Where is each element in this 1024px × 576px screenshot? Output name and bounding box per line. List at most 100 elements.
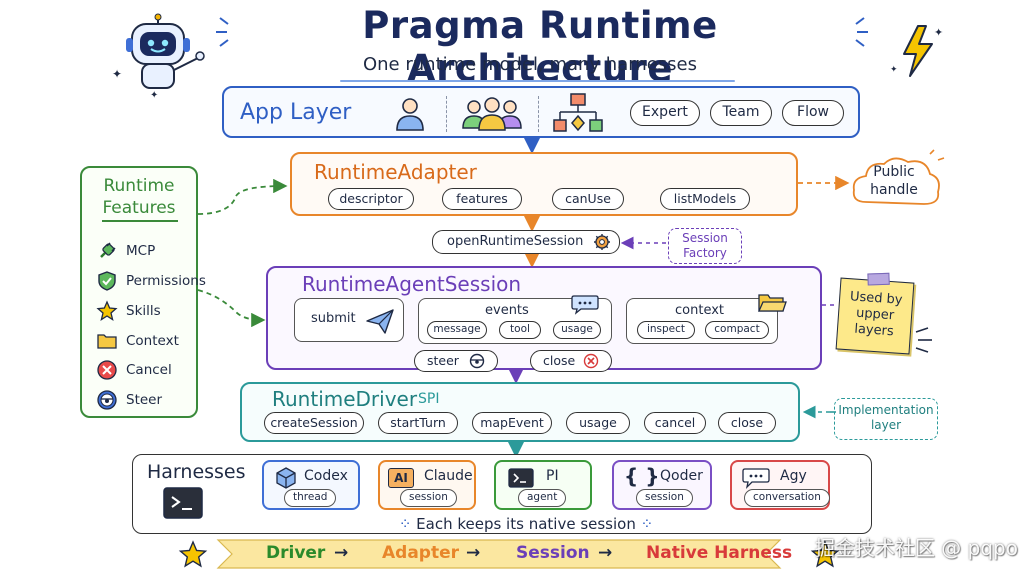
event-message-pill[interactable]: message (427, 321, 487, 339)
feature-context-label: Context (126, 333, 179, 349)
feature-steer: Steer (96, 389, 162, 411)
upper-layers-sticky-note: Used by upper layers (835, 272, 915, 355)
flow-icon (553, 93, 603, 132)
context-box: context inspect compact (626, 294, 787, 344)
events-label: events (485, 303, 529, 318)
app-divider-1 (446, 96, 447, 132)
event-usage-pill[interactable]: usage (553, 321, 601, 339)
cancel-icon (96, 359, 118, 381)
driver-close-pill[interactable]: close (718, 412, 776, 434)
map-event-pill[interactable]: mapEvent (472, 412, 552, 434)
implementation-note-line2: layer (870, 418, 902, 432)
feature-skills-label: Skills (126, 303, 161, 319)
shield-icon (96, 270, 118, 292)
runtime-agent-session-label: RuntimeAgentSession (302, 272, 522, 296)
harnesses-footer: ⁘ Each keeps its native session ⁘ (381, 515, 671, 533)
harness-codex-sub: thread (284, 489, 337, 507)
close-session-pill[interactable]: close (530, 350, 612, 372)
terminal-window-icon (163, 487, 203, 519)
harness-claude[interactable]: AI Claude session (378, 460, 476, 510)
robot-mascot-icon: ✦ ✦ (112, 13, 205, 101)
paper-plane-icon (366, 309, 394, 334)
watermark: 掘金技术社区 @ pqpo (814, 536, 1018, 560)
open-runtime-session-pill[interactable]: openRuntimeSession (432, 230, 620, 254)
create-session-pill[interactable]: createSession (264, 412, 364, 434)
public-handle-line1: Public (873, 164, 915, 180)
harness-qoder-name: Qoder (660, 468, 703, 484)
harness-pi[interactable]: PI agent (494, 460, 592, 510)
cube-icon (276, 467, 296, 489)
context-compact-pill[interactable]: compact (705, 321, 769, 339)
flow-star-right-icon (810, 540, 840, 568)
folder-open-icon (757, 294, 787, 312)
flow-native-harness: Native Harness (646, 543, 793, 563)
sticky-tape (867, 272, 890, 286)
harness-codex[interactable]: Codex thread (262, 460, 360, 510)
flow-arrow-3: → (598, 543, 613, 563)
flow-adapter: Adapter (382, 543, 460, 563)
feature-steer-label: Steer (126, 392, 163, 408)
app-layer-label: App Layer (240, 100, 352, 125)
team-button[interactable]: Team (710, 100, 772, 126)
plug-icon (96, 240, 118, 262)
team-icon (462, 97, 522, 131)
driver-usage-pill[interactable]: usage (566, 412, 630, 434)
events-box: events message tool usage (418, 295, 612, 344)
harness-codex-name: Codex (304, 468, 348, 484)
context-inspect-pill[interactable]: inspect (637, 321, 695, 339)
implementation-note-line1: Implementation (838, 403, 934, 417)
feature-context: Context (96, 330, 179, 352)
driver-cancel-pill[interactable]: cancel (644, 412, 706, 434)
start-turn-pill[interactable]: startTurn (378, 412, 458, 434)
runtime-adapter-label: RuntimeAdapter (314, 160, 477, 184)
page-title: Pragma Runtime Architecture (362, 4, 718, 90)
chat-bubble-icon (571, 295, 599, 315)
runtime-driver-label: RuntimeDriver (272, 387, 418, 411)
runtime-features-title-line1: Runtime (103, 176, 175, 196)
close-session-label: close (543, 353, 576, 368)
descriptor-pill[interactable]: descriptor (328, 188, 414, 210)
submit-box[interactable]: submit (294, 298, 404, 342)
event-tool-pill[interactable]: tool (499, 321, 541, 339)
flow-driver: Driver (266, 543, 326, 563)
harness-agy[interactable]: Agy conversation (730, 460, 830, 510)
open-runtime-session-label: openRuntimeSession (447, 234, 584, 249)
harness-claude-name: Claude (424, 468, 473, 484)
flow-session: Session (516, 543, 590, 563)
feature-permissions-label: Permissions (126, 273, 206, 289)
svg-text:✦: ✦ (934, 26, 943, 39)
lightning-icon: ✦ ✦ (890, 25, 943, 77)
steering-wheel-icon (96, 389, 118, 411)
feature-cancel-label: Cancel (126, 362, 172, 378)
flow-star-left-icon (178, 540, 208, 568)
app-layer: App Layer Expert Team Flow (222, 86, 860, 138)
harness-agy-sub: conversation (744, 489, 830, 507)
footer-sparkle-left-icon: ⁘ (398, 515, 417, 533)
runtime-features-panel: Runtime Features MCP Permissions Skills … (80, 166, 206, 418)
flow-button[interactable]: Flow (782, 100, 844, 126)
flow-banner (216, 539, 782, 569)
harness-pi-name: PI (546, 468, 559, 484)
harnesses-label: Harnesses (147, 461, 246, 483)
session-factory-line2: Factory (683, 246, 727, 260)
submit-label: submit (311, 311, 356, 326)
terminal-icon (508, 468, 534, 488)
user-icon (396, 98, 424, 131)
harness-agy-name: Agy (780, 468, 807, 484)
close-circle-icon (583, 353, 599, 369)
harness-claude-sub: session (400, 489, 457, 507)
gear-icon (594, 234, 610, 250)
expert-button[interactable]: Expert (630, 100, 700, 126)
feature-skills: Skills (96, 300, 161, 322)
svg-text:✦: ✦ (112, 67, 122, 81)
harness-pi-sub: agent (518, 489, 567, 507)
svg-text:✦: ✦ (150, 90, 158, 101)
harness-qoder[interactable]: { } Qoder session (612, 460, 712, 510)
feature-mcp-label: MCP (126, 243, 156, 259)
listmodels-pill[interactable]: listModels (660, 188, 750, 210)
steer-pill[interactable]: steer (414, 350, 498, 372)
features-pill[interactable]: features (442, 188, 522, 210)
steer-label: steer (427, 353, 459, 368)
canuse-pill[interactable]: canUse (552, 188, 624, 210)
